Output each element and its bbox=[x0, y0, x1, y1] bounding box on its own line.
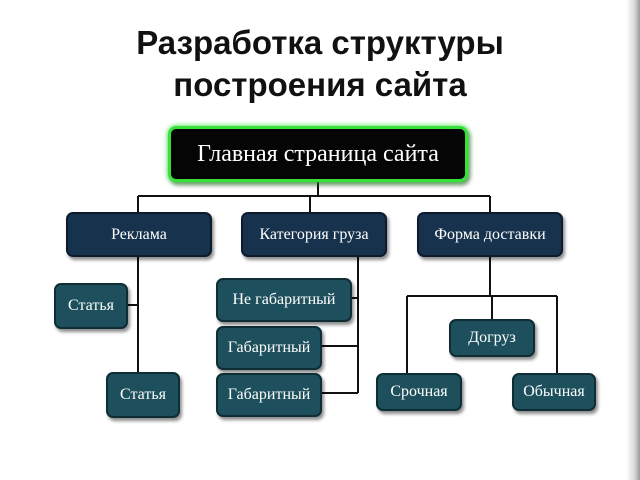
title-line-1: Разработка структуры bbox=[136, 24, 504, 61]
node-regular: Обычная bbox=[512, 373, 596, 411]
slide-edge-shadow bbox=[626, 0, 640, 480]
node-cargo-category: Категория груза bbox=[241, 212, 387, 257]
node-sized-1: Габаритный bbox=[216, 326, 322, 370]
title-line-2: построения сайта bbox=[173, 66, 467, 103]
node-sized-2: Габаритный bbox=[216, 373, 322, 417]
node-article-2: Статья bbox=[106, 372, 180, 418]
node-extra-load: Догруз bbox=[449, 319, 535, 357]
node-oversized: Не габаритный bbox=[216, 278, 352, 322]
node-article-1: Статья bbox=[54, 283, 128, 329]
node-home-page: Главная страница сайта bbox=[168, 126, 468, 182]
node-delivery-form: Форма доставки bbox=[417, 212, 563, 257]
slide-title: Разработка структуры построения сайта bbox=[0, 22, 640, 106]
node-urgent: Срочная bbox=[376, 373, 462, 411]
node-advertising: Реклама bbox=[66, 212, 212, 257]
